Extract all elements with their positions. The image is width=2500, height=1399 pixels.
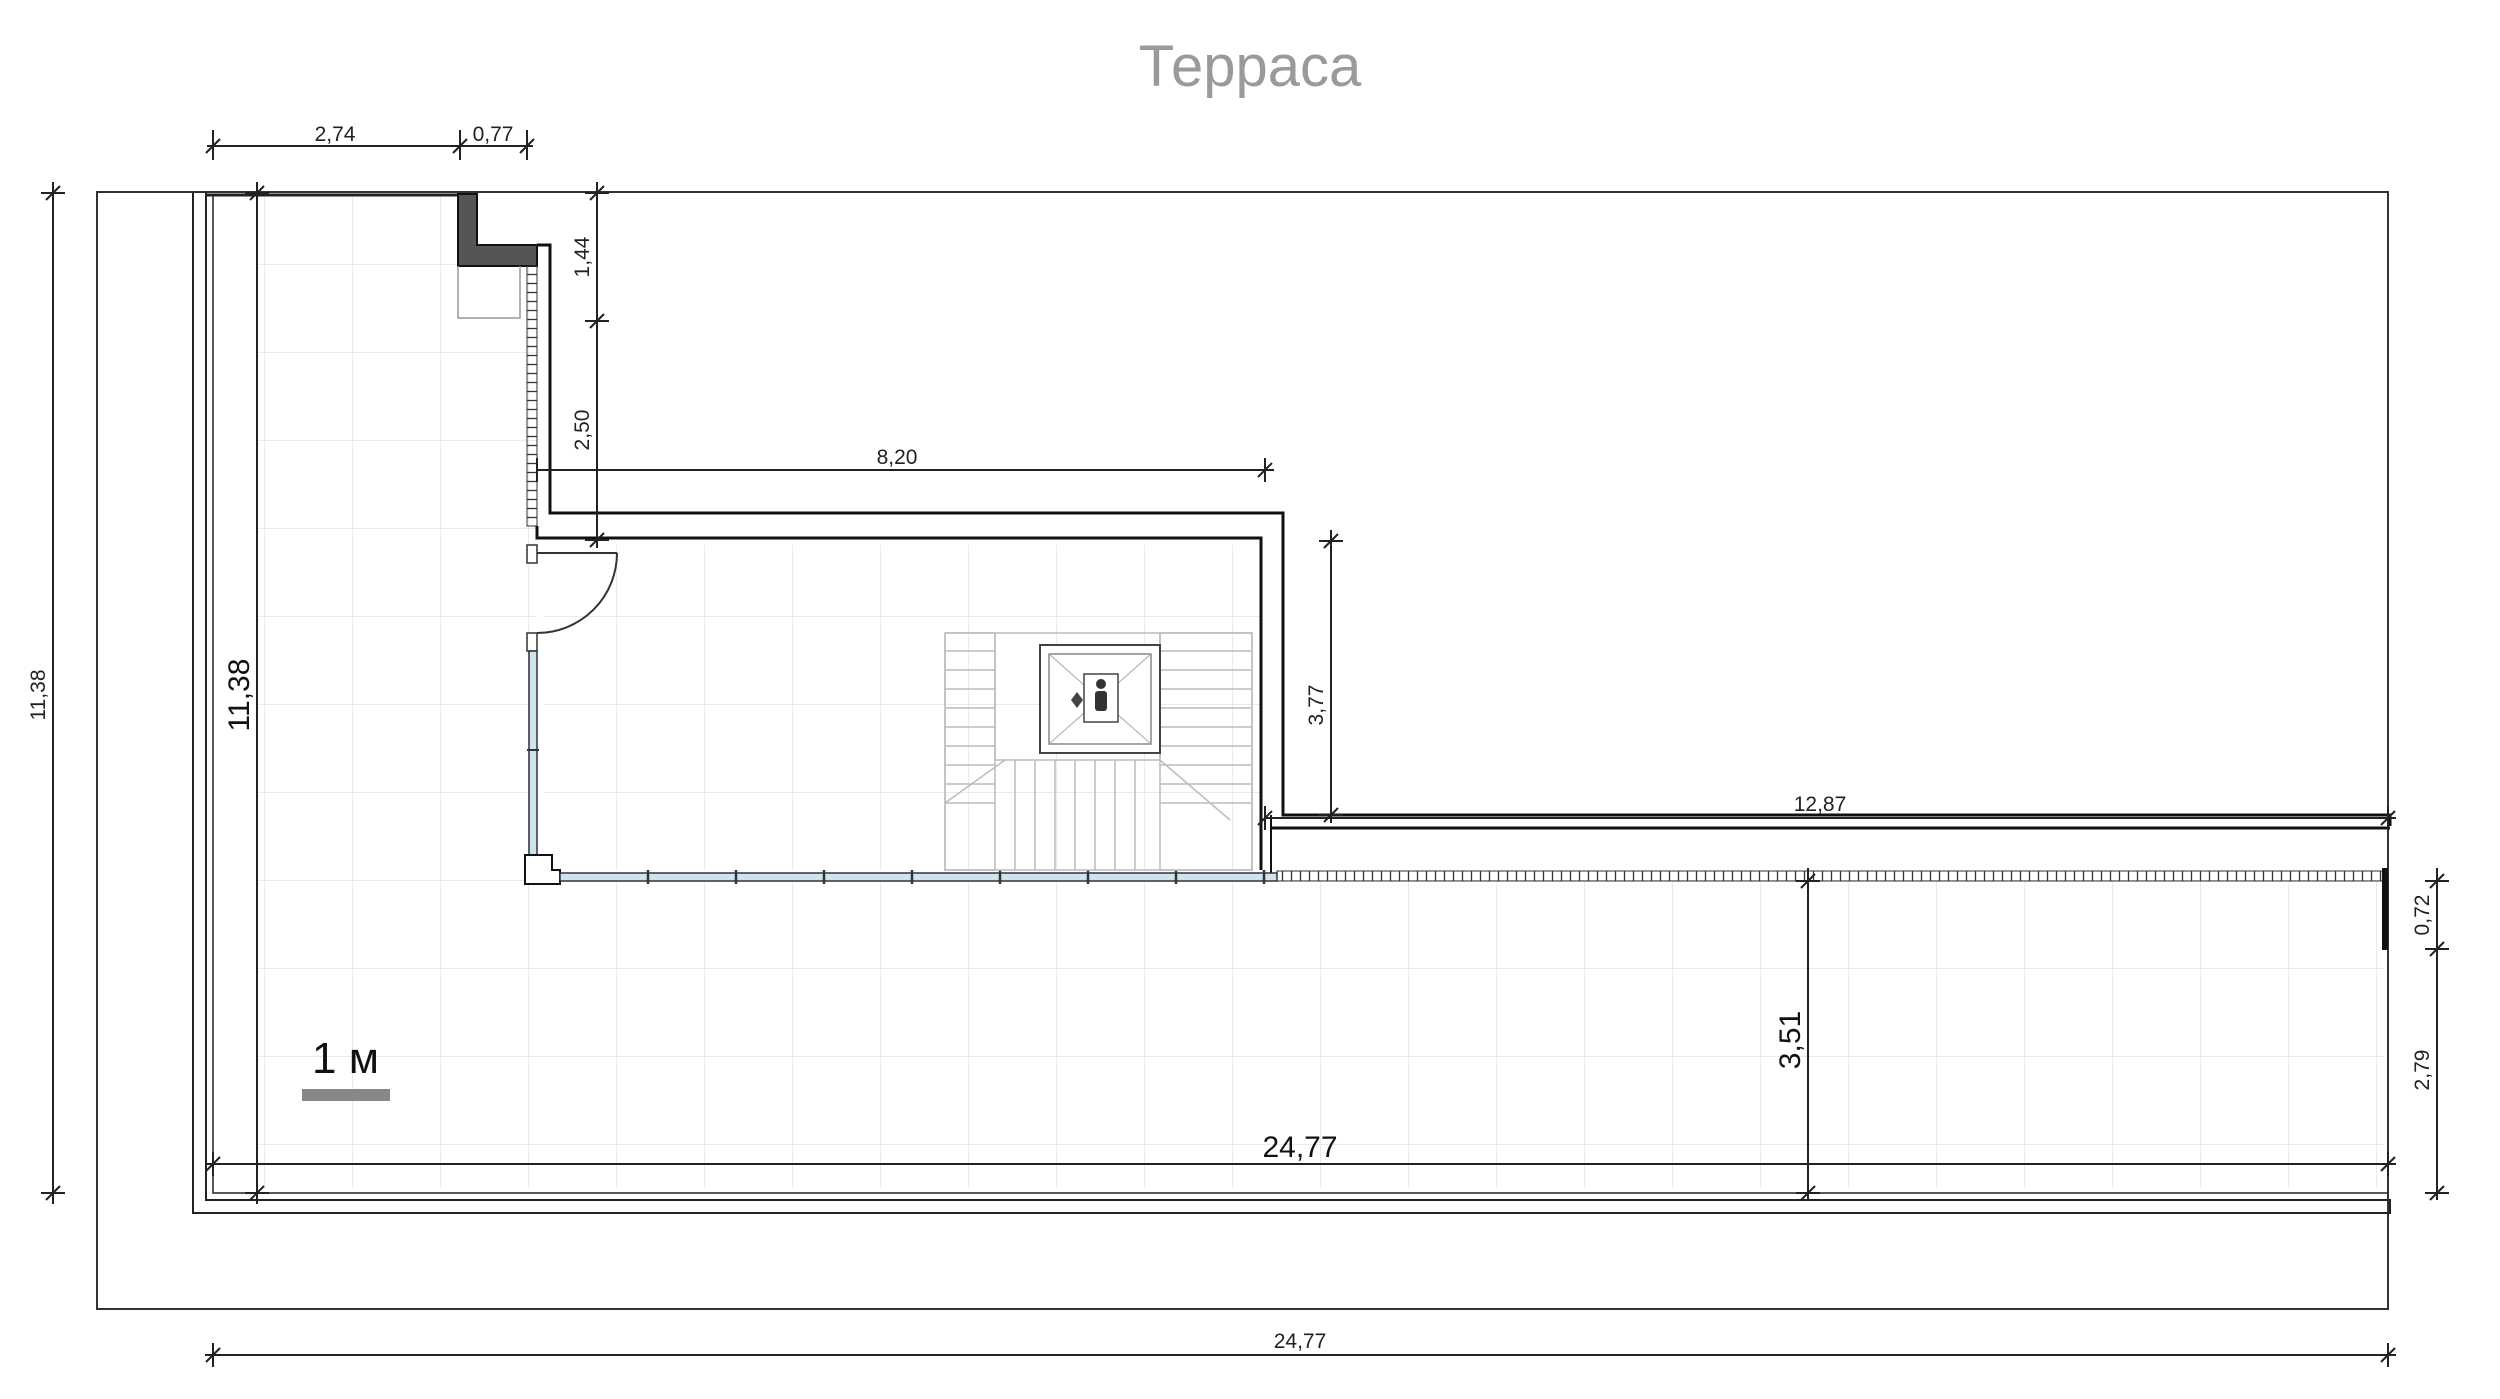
parapet-inner	[212, 195, 2388, 1194]
door-frame	[526, 544, 538, 564]
scale-bar	[302, 1089, 390, 1101]
plan-title: Терраса	[1139, 34, 1362, 99]
east-end-wall	[2382, 868, 2388, 950]
parapet-middle	[205, 192, 2388, 1201]
dim-east-wing-depth: 3,51	[1774, 1011, 1807, 1069]
dim-terrace-width-inner: 24,77	[1262, 1131, 1337, 1164]
terrace-floor	[258, 195, 2385, 1188]
dim-terrace-height-outer: 11,38	[27, 670, 50, 721]
dim-east-wing-width: 12,87	[1794, 793, 1847, 816]
central-block-inner-wall	[535, 526, 1263, 870]
railing-vertical	[526, 265, 538, 527]
dim-terrace-width-outer: 24,77	[1274, 1330, 1327, 1353]
door-frame-bottom	[526, 632, 538, 652]
dim-stair-room-width: 8,20	[877, 446, 918, 469]
outer-boundary	[96, 191, 2389, 1310]
dim-middle-right-height: 2,50	[571, 410, 594, 451]
door-swing-arc	[536, 552, 618, 634]
parapet-outer	[192, 192, 2391, 1214]
wall-column	[457, 193, 538, 267]
dim-right-upper-height: 0,72	[2411, 895, 2434, 936]
dim-stair-room-height: 3,77	[1305, 685, 1328, 726]
glass-mullions	[646, 870, 1266, 884]
glass-wall-horizontal	[559, 872, 1278, 882]
dim-right-lower-height: 2,79	[2411, 1050, 2434, 1091]
dim-terrace-height-inner: 11,38	[223, 659, 256, 732]
glass-wall-vertical	[528, 650, 538, 862]
dim-top-left-width: 2,74	[315, 123, 356, 146]
railing-horizontal	[1276, 870, 2386, 882]
corner-column	[524, 854, 561, 885]
scale-label: 1 м	[312, 1034, 379, 1083]
wall-column-shadow	[457, 266, 521, 319]
dimension-lines	[41, 130, 2449, 1367]
dim-top-right-height: 1,44	[571, 236, 594, 277]
elevator-person-icon	[1095, 679, 1107, 711]
dim-top-wall-width: 0,77	[473, 123, 514, 146]
